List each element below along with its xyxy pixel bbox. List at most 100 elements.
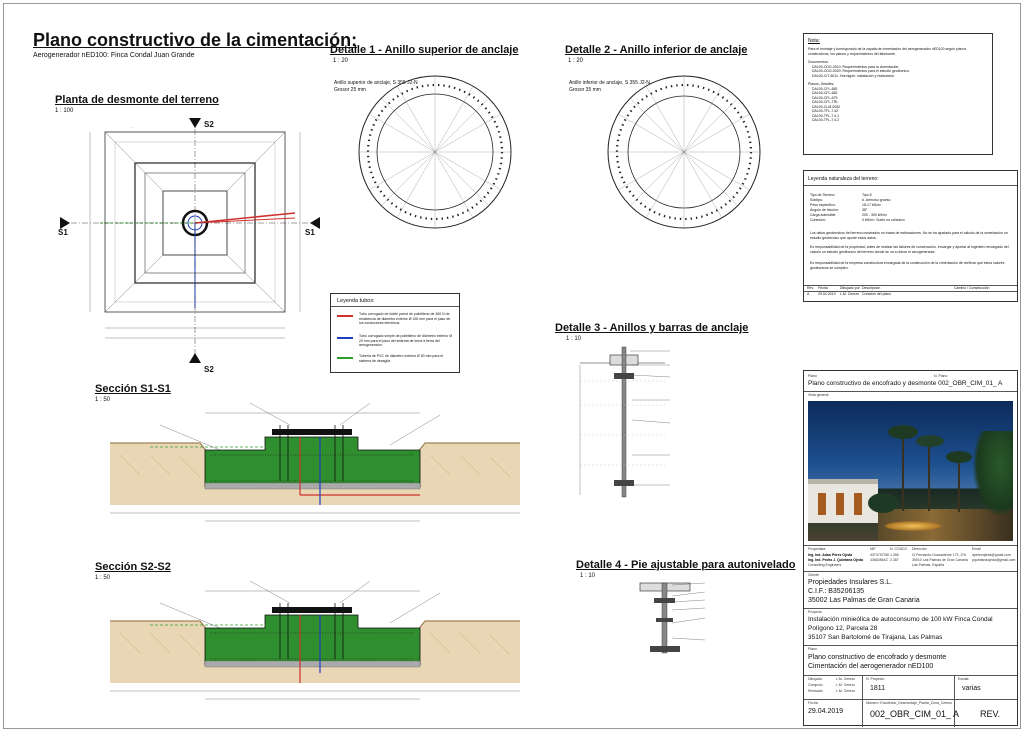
rev-r-3: Creación del plano (862, 292, 892, 296)
soil-row-4-v: 200 - 300 kN/m² (862, 213, 888, 217)
detail1-label2: Grosor 25 mm (334, 87, 366, 93)
notes-doc-2: DA100-CIT-6011: Hormigón: instalación y … (812, 73, 896, 78)
notes-title: Nota: (808, 38, 820, 44)
tb-prop-r0-3: Cl Fernando Guanarteme 173, 2ºA (912, 553, 967, 557)
plan-s2-top: S2 (204, 120, 214, 129)
tb-code: 002_OBR_CIM_01_ A (870, 709, 960, 719)
tb-prop-r2-3: Las Palmas, España (912, 563, 945, 567)
detail2-label1: Anillo inferior de anclaje, S 355 J2-N (569, 80, 650, 86)
rev-h-0: Rev. (807, 286, 814, 290)
detail2-ring (607, 75, 761, 229)
notes-doc-1: DA100-CDG-0020: Requerimientos para el e… (812, 69, 910, 73)
notes-plans-title: Planos, Detalles: (808, 82, 835, 86)
tb-project-0: Instalación minieólica de autoconsumo de… (808, 616, 993, 623)
tb-drawn-lbl: Dibujado (808, 677, 822, 681)
soil-row-5-v: 0 kN/m²: Suelo no cohesivo (862, 218, 905, 222)
tb-prop-r0-2: 1.266 (890, 553, 899, 557)
tb-project-lbl: Proyecto (808, 610, 822, 614)
tb-reviewed-lbl: Revisado (808, 689, 823, 693)
tb-prop-r1-0: Ing. Ind. Pedro J. Quintana Ojeda (808, 558, 864, 562)
soil-para-2: Es responsabilidad de la empresa constru… (810, 261, 1005, 270)
tb-plan-title: Plano constructivo de encofrado y desmon… (808, 380, 1003, 387)
soil-row-3-v: 38° (862, 208, 868, 212)
rev-r-0: A (807, 292, 810, 296)
detail3-title: Detalle 3 - Anillos y barras de anclaje (555, 322, 749, 334)
rev-h-2: Dibujado por (840, 286, 860, 290)
tb-client-lbl: Cliente (808, 573, 819, 577)
tb-prop-r1-4: pquintanaojeda@gmail.com (972, 558, 1016, 562)
section2-scale: 1 : 50 (95, 575, 111, 581)
tb-escala: varias (962, 685, 981, 692)
soil-para-1: Es responsabilidad de la propiedad, ante… (810, 245, 1009, 254)
page-border (3, 3, 1021, 729)
tb-checked-lbl: Comprob. (808, 683, 824, 687)
legend-item-red-text: Tubo corrugado de doble pared de polieti… (359, 312, 451, 325)
detail2-scale: 1 : 20 (568, 58, 584, 64)
detail1-scale: 1 : 20 (333, 58, 349, 64)
tb-project-2: 35107 San Bartolomé de Tirajana, Las Pal… (808, 634, 943, 641)
notes-plan-6: DA100-TFL-7.4.1 (812, 113, 840, 118)
soil-title: Leyenda naturaleza del terreno: (808, 176, 879, 182)
notes-plan-2: DA100-CFL-679 (812, 95, 838, 100)
notes-plan-0: DA100-CFL-682 (812, 86, 838, 91)
plan-drawing: ···· (60, 118, 320, 363)
tb-prop-r0-0: Ing. Ind. Adan Pérez Ojeda (808, 553, 853, 557)
notes-doc-0: DA100-CDG-0010: Requerimientos para la c… (812, 64, 900, 69)
page-title: Plano constructivo de la cimentación: (33, 30, 358, 50)
plan-s2-bottom: S2 (204, 365, 214, 374)
section1-scale: 1 : 50 (95, 397, 111, 403)
detail4-drawing (639, 582, 706, 654)
soil-row-5-k: Cohesión: (810, 218, 826, 222)
detail2-label2: Grosor 35 mm (569, 87, 601, 93)
tb-prop-r1-3: 35010 Las Palmas de Gran Canaria (912, 558, 968, 562)
tb-drawn: L.M. Cerezo (836, 677, 856, 681)
tb-checked: L.M. Cerezo (836, 683, 856, 687)
tb-fecha-lbl: Fecha (808, 701, 818, 705)
tb-vista-lbl: Vista general (808, 393, 829, 397)
tb-prop-r0-1: 43737973W (870, 553, 889, 557)
soil-row-2-k: Peso específico: (810, 203, 836, 207)
soil-row-1-v: 6. Arenoso grueso (862, 198, 891, 202)
rev-r-1: 29.04.2019 (818, 292, 836, 296)
tb-prop-h-3: Dirección (912, 547, 927, 551)
soil-row-3-k: Ángulo de fricción: (810, 208, 839, 212)
plan-scale: 1 : 100 (55, 108, 74, 114)
tb-footer-small: Número: Encofrado_Desmontaje_Planta_Zona… (866, 701, 952, 705)
notes-box: Nota: Para el montaje y hormigonado de l… (803, 33, 993, 155)
soil-row-4-k: Carga admisible: (810, 213, 837, 217)
legend-item-blue-text: Tubo corrugado simple de polietileno de … (359, 334, 453, 347)
soil-para-0: Los datos geotécnicos del terreno mostra… (810, 231, 1008, 240)
tb-proj-no-lbl: N. Proyecto (866, 677, 885, 681)
notes-text: Para el montaje y hormigonado de la zapa… (808, 47, 967, 56)
section2-title: Sección S2-S2 (95, 561, 171, 573)
tb-plan2-0: Plano constructivo de encofrado y desmon… (808, 654, 947, 661)
svg-text:····: ···· (130, 125, 134, 129)
detail1-ring (358, 75, 512, 229)
legend-item-green-text: Tubería de PVC de diámetro exterior Ø 50… (359, 354, 444, 363)
rev-h-3: Descripción (862, 286, 881, 290)
notes-docs-title: Documentos: (808, 60, 829, 64)
detail1-title: Detalle 1 - Anillo superior de anclaje (330, 44, 519, 56)
tb-prop-r2-0: Consulting Engineers (808, 563, 842, 567)
tb-plan2-1: Cimentación del aerogenerador nED100 (808, 663, 934, 670)
tb-prop-h-1: NIF (870, 547, 876, 551)
notes-plan-3: DA100-CFL-TRL (812, 100, 839, 104)
detail4-title: Detalle 4 - Pie ajustable para autonivel… (576, 559, 796, 571)
tb-prop-h-2: N. COIICO (890, 547, 907, 551)
detail4-scale: 1 : 10 (580, 573, 596, 579)
rev-h-1: Fecha (818, 286, 828, 290)
page-subtitle: Aerogenerador nED100: Finca Condal Juan … (33, 52, 195, 59)
tb-prop-h-4: Email (972, 547, 981, 551)
soil-box: Leyenda naturaleza del terreno: Tipo de … (803, 170, 1018, 302)
tb-plan2-lbl: Plano (808, 647, 817, 651)
tb-prop-r1-1: 43663564Z (870, 558, 888, 562)
rev-r-2: L.M. Cerezo (840, 292, 860, 296)
detail3-scale: 1 : 10 (566, 336, 582, 342)
detail3-drawing (579, 346, 671, 498)
tb-client-2: 35002 Las Palmas de Gran Canaria (808, 597, 920, 604)
tb-prop-r0-4: aperezojeda@gmail.com (972, 553, 1011, 557)
tb-proj-no: 1811 (870, 685, 886, 692)
title-block: Plano N. Plano Plano constructivo de enc… (803, 370, 1018, 727)
tb-rev: REV. (980, 709, 1001, 719)
tb-reviewed: L.M. Cerezo (836, 689, 856, 693)
